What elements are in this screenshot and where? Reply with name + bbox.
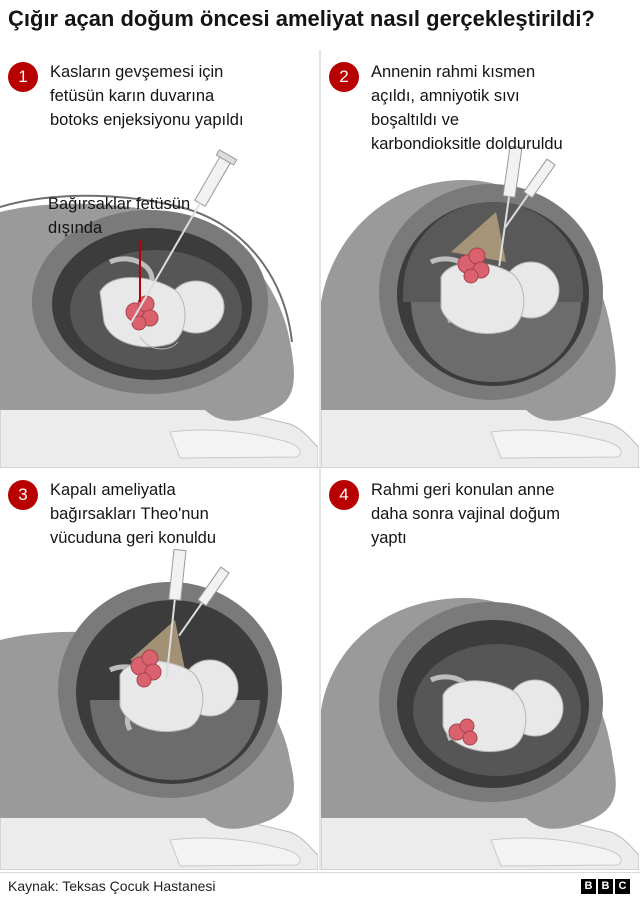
step-2-panel: 2 Annenin rahmi kısmen açıldı, amniyotik…: [321, 52, 639, 468]
step-1-panel: 1 Kasların gevşemesi için fetüsün karın …: [0, 52, 318, 468]
syringe-icon: [165, 548, 187, 680]
hand-shape: [169, 429, 301, 459]
bbc-logo: B B C: [581, 879, 630, 894]
panel-divider-horizontal: [0, 466, 640, 468]
intestines-callout: Bağırsaklar fetüsün dışında: [48, 195, 191, 237]
bbc-logo-letter: B: [581, 879, 596, 894]
step-1-description: Kasların gevşemesi için fetüsün karın du…: [50, 63, 244, 129]
fetus: [440, 261, 560, 334]
trocar-icon: [178, 566, 230, 637]
step-4-description: Rahmi geri konulan anne daha sonra vajin…: [371, 481, 560, 547]
abdomen-outline: [0, 194, 293, 343]
hand-shape: [169, 837, 301, 867]
intestines: [130, 649, 162, 688]
step-3-number-badge: 3: [8, 480, 38, 510]
step-2-illustration: [321, 145, 639, 468]
co2-cone: [451, 212, 506, 262]
intestines: [448, 718, 478, 746]
footer: Kaynak: Teksas Çocuk Hastanesi B B C: [0, 872, 640, 901]
step-3-description: Kapalı ameliyatla bağırsakları Theo'nun …: [50, 481, 217, 547]
bbc-logo-letter: B: [598, 879, 613, 894]
step-1-number-badge: 1: [8, 62, 38, 92]
hand-shape: [490, 429, 622, 459]
step-4-illustration: [321, 597, 639, 870]
step-4-panel: 4 Rahmi geri konulan anne daha sonra vaj…: [321, 470, 639, 886]
page-title: Çığır açan doğum öncesi ameliyat nasıl g…: [8, 6, 595, 31]
fetus: [99, 277, 225, 350]
step-1-illustration: [0, 149, 318, 468]
step-3-panel: 3 Kapalı ameliyatla bağırsakları Theo'nu…: [0, 470, 318, 886]
panel-divider-vertical: [319, 50, 321, 870]
step-3-illustration: [0, 548, 318, 870]
trocar-icon: [504, 158, 556, 229]
source-credit: Kaynak: Teksas Çocuk Hastanesi: [8, 878, 216, 894]
syringe-icon: [498, 145, 523, 266]
bbc-logo-letter: C: [615, 879, 630, 894]
step-2-number-badge: 2: [329, 62, 359, 92]
intestines: [457, 247, 490, 284]
step-4-number-badge: 4: [329, 480, 359, 510]
step-2-description: Annenin rahmi kısmen açıldı, amniyotik s…: [371, 63, 563, 153]
syringe-icon: [129, 149, 238, 326]
hand-shape: [490, 837, 622, 867]
